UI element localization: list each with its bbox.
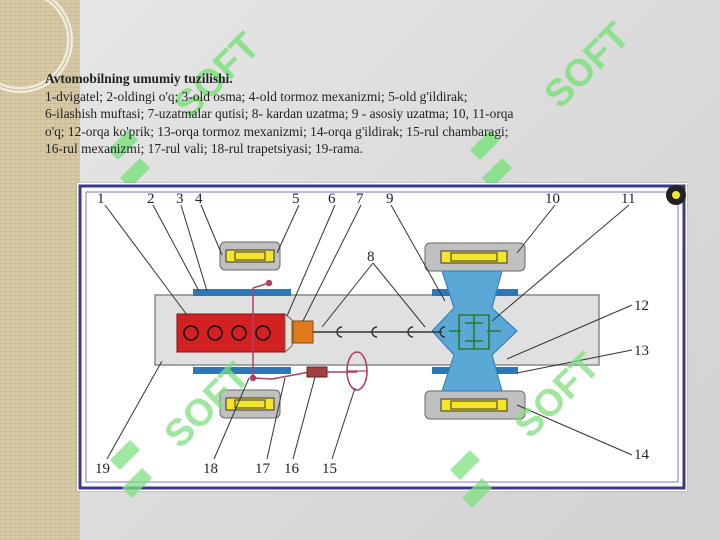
clutch	[284, 312, 293, 354]
label-17: 17	[255, 461, 271, 477]
label-11: 11	[621, 191, 635, 207]
engine	[176, 313, 286, 353]
label-14: 14	[634, 447, 650, 463]
label-10: 10	[545, 191, 560, 207]
front-axle-upper	[193, 289, 291, 296]
gearbox	[292, 320, 314, 344]
label-3: 3	[176, 191, 184, 207]
car-structure-diagram: 1 2 3 4 5 6 7 9 10 11 8 12 13 14 19 18 1…	[77, 183, 687, 491]
diagram-svg: 1 2 3 4 5 6 7 9 10 11 8 12 13 14 19 18 1…	[78, 184, 686, 490]
label-15: 15	[322, 461, 337, 477]
label-5: 5	[292, 191, 300, 207]
steering-gear	[306, 366, 328, 378]
front-axle-lower	[193, 367, 291, 374]
caption-line: 16-rul mexanizmi; 17-rul vali; 18-rul tr…	[45, 141, 363, 157]
caption-line: 1-dvigatel; 2-oldingi o'q; 3-old osma; 4…	[45, 88, 468, 104]
corner-gear-icon	[666, 185, 686, 205]
label-9: 9	[386, 191, 394, 207]
label-19: 19	[95, 461, 110, 477]
label-7: 7	[356, 191, 364, 207]
label-1: 1	[97, 191, 105, 207]
label-6: 6	[328, 191, 336, 207]
label-2: 2	[147, 191, 155, 207]
rear-wheel-top	[424, 242, 526, 272]
caption-line: o'q; 12-orqa ko'prik; 13-orqa tormoz mex…	[45, 123, 509, 139]
label-12: 12	[634, 298, 649, 314]
front-wheel-bottom	[219, 389, 281, 419]
front-wheel-top	[219, 241, 281, 271]
label-8: 8	[367, 249, 375, 265]
caption-heading: Avtomobilning umumiy tuzilishi.	[45, 71, 233, 86]
label-13: 13	[634, 343, 649, 359]
label-16: 16	[284, 461, 300, 477]
leader-lines	[104, 204, 633, 460]
caption-text: Avtomobilning umumiy tuzilishi. 1-dvigat…	[45, 70, 605, 158]
decorative-ring	[0, 0, 73, 93]
caption-line: 6-ilashish muftasi; 7-uzatmalar qutisi; …	[45, 106, 514, 122]
rear-wheel-bottom	[424, 390, 526, 420]
main-gear	[449, 314, 501, 350]
label-4: 4	[195, 191, 203, 207]
label-18: 18	[203, 461, 218, 477]
